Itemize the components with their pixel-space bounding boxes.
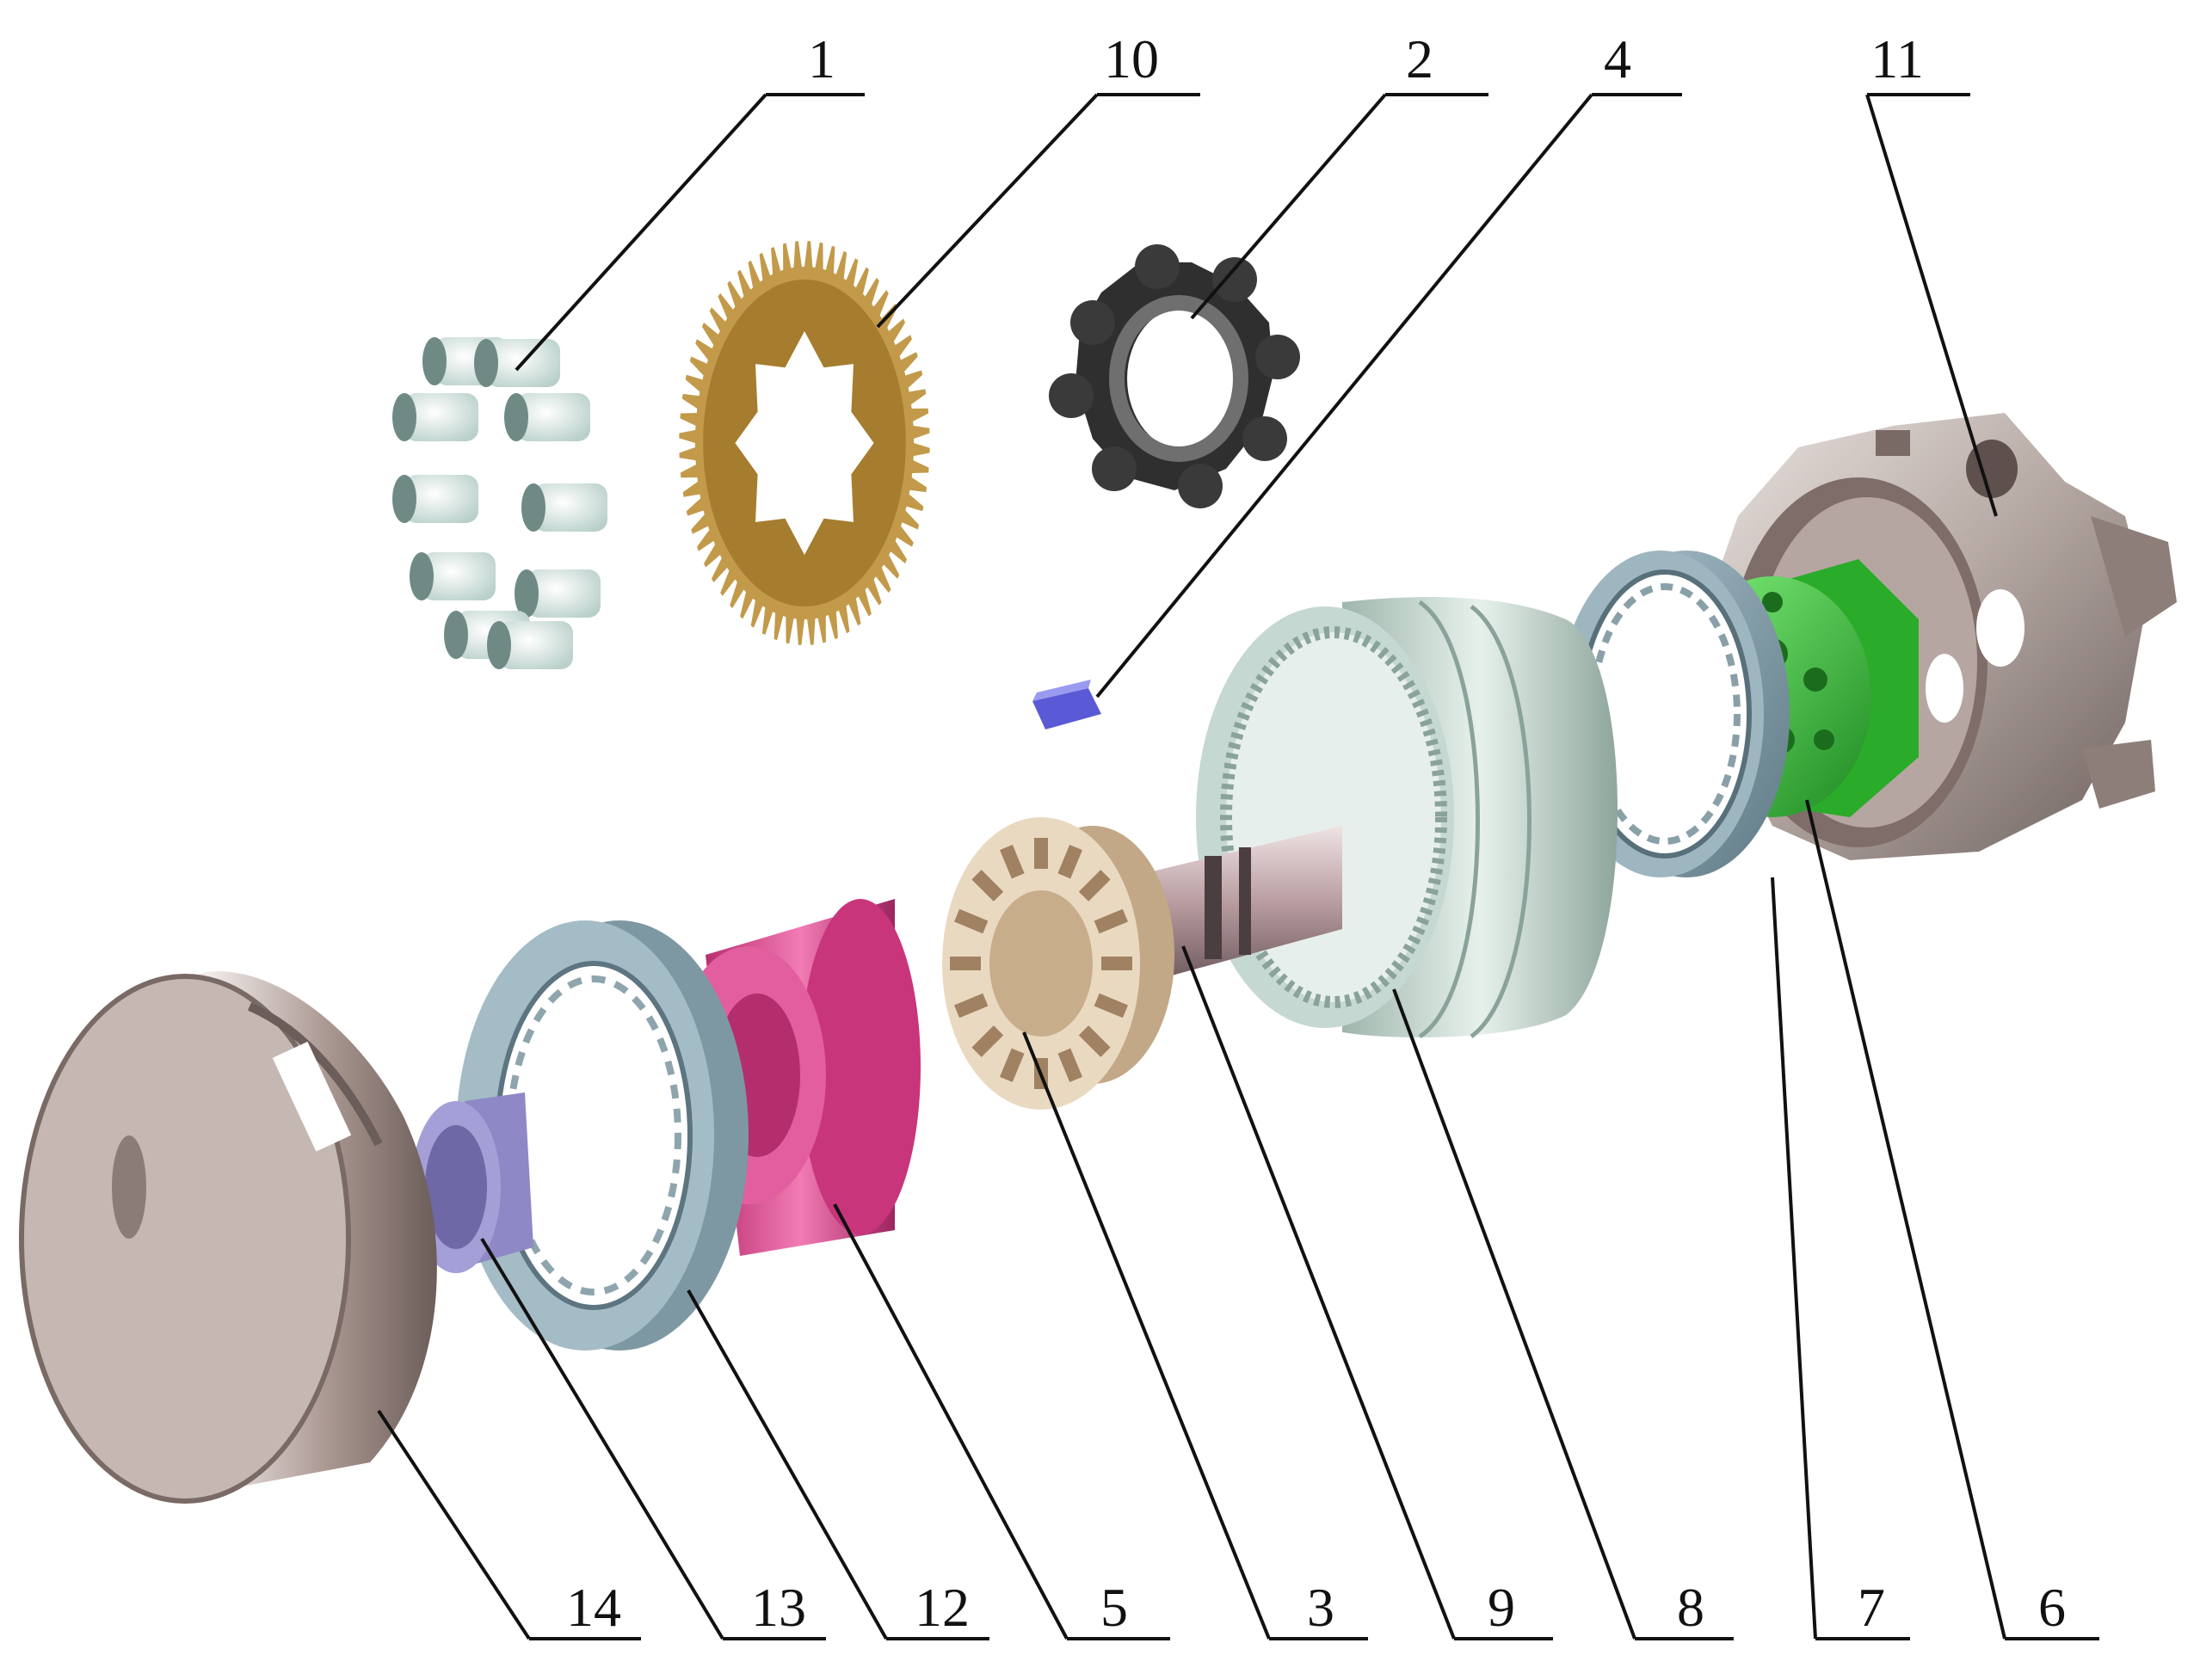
callout-label-9: 9 [1488,1577,1515,1638]
gear [679,241,930,645]
valve-plate-slot [1078,1025,1111,1057]
valve-plate-slot [1094,993,1129,1018]
callout-label-14: 14 [566,1577,621,1638]
callout-label-8: 8 [1677,1577,1704,1638]
callout-label-7: 7 [1858,1577,1885,1638]
leader-line-6 [1805,799,2006,1640]
end-cap [19,971,437,1504]
leader-line-14 [377,1409,531,1640]
valve-plate-slot [1078,870,1111,902]
leader-line-1 [515,93,767,372]
callout-label-11: 11 [1870,28,1924,89]
gear-bore [735,331,874,555]
leader-line-10 [876,93,1099,329]
roller-set [392,337,607,669]
leader-line-3 [1022,1031,1271,1640]
valve-plate [942,817,1174,1110]
key [1032,680,1101,729]
leader-line-5 [833,1203,1069,1640]
valve-plate-slot [1057,1048,1083,1083]
leader-line-4 [1095,93,1593,698]
valve-plate-slot [971,1025,1004,1057]
callout-label-12: 12 [915,1577,970,1638]
cam-ring [1049,244,1300,508]
valve-plate-slot [999,1048,1025,1083]
valve-plate-slot [1057,845,1082,879]
valve-plate-slot [954,908,989,934]
callout-label-10: 10 [1104,28,1159,89]
valve-plate-slot [1000,845,1025,879]
callout-label-4: 4 [1604,28,1631,89]
leader-line-12 [687,1289,888,1640]
valve-plate-slot [950,957,981,970]
callout-layer: 1 10 2 4 11 14 13 12 5 3 9 8 7 6 [377,28,2099,1640]
callout-label-6: 6 [2038,1577,2066,1638]
valve-plate-slot [1101,957,1132,970]
callout-label-3: 3 [1307,1577,1334,1638]
valve-plate-slot [1094,908,1128,934]
ring-gear-housing [1196,597,1618,1039]
callout-label-13: 13 [751,1577,806,1638]
callout-label-5: 5 [1100,1577,1128,1638]
valve-plate-slot [1034,838,1048,869]
leader-line-13 [480,1237,724,1640]
leader-line-11 [1865,94,1998,517]
leader-line-9 [1181,945,1456,1640]
leader-line-7 [1771,877,1817,1640]
leader-line-8 [1392,988,1636,1640]
valve-plate-slot [971,870,1004,902]
callout-label-2: 2 [1406,28,1433,89]
valve-plate-slot [953,993,989,1018]
leader-line-2 [1190,93,1387,320]
callout-label-1: 1 [808,28,835,89]
